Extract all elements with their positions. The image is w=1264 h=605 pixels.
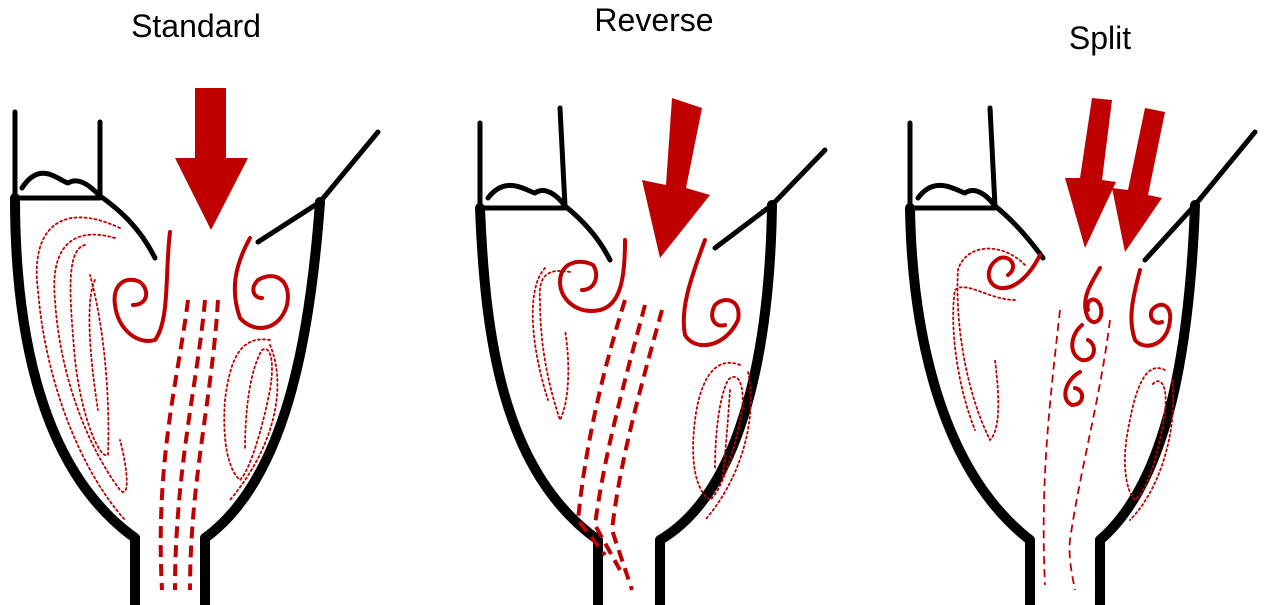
split-panel <box>910 98 1255 605</box>
reverse-vortex-rings <box>560 240 739 345</box>
standard-inflow-arrow <box>175 88 248 230</box>
reverse-panel <box>480 98 825 605</box>
split-vortex-rings <box>989 255 1170 405</box>
split-inflow-arrows <box>1065 98 1165 252</box>
reverse-inflow-arrow <box>642 98 710 258</box>
standard-panel <box>15 88 378 605</box>
reverse-outflow-jet <box>578 300 662 590</box>
